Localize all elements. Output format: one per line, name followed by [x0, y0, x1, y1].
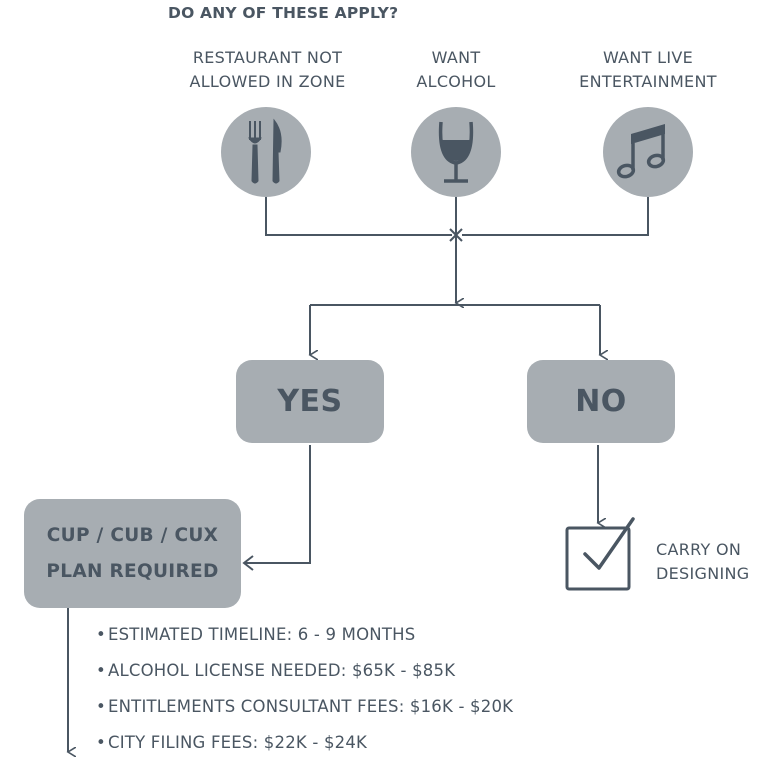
no-label: NO — [575, 384, 627, 419]
condition-circle-entertainment — [603, 107, 693, 197]
checkbox-check-icon — [565, 517, 635, 591]
no-box: NO — [527, 360, 675, 443]
condition-label-restaurant: RESTAURANT NOT ALLOWED IN ZONE — [160, 46, 375, 94]
list-item-text: ENTITLEMENTS CONSULTANT FEES: $16K - $20… — [108, 697, 514, 716]
list-item: •CITY FILING FEES: $22K - $24K — [96, 733, 368, 752]
list-item: •ESTIMATED TIMELINE: 6 - 9 MONTHS — [96, 625, 416, 644]
carry-on-line: CARRY ON — [656, 540, 742, 559]
condition-circle-restaurant — [221, 107, 311, 197]
plan-label-line: CUP / CUB / CUX — [46, 524, 219, 546]
yes-box: YES — [236, 360, 384, 443]
list-item-text: CITY FILING FEES: $22K - $24K — [108, 733, 368, 752]
fork-knife-icon — [248, 118, 282, 184]
condition-label-entertainment: WANT LIVE ENTERTAINMENT — [560, 46, 736, 94]
plan-label-line: PLAN REQUIRED — [46, 560, 219, 582]
wine-glass-icon — [438, 121, 474, 183]
condition-label-line: ALLOWED IN ZONE — [189, 72, 346, 91]
yes-label: YES — [277, 384, 343, 419]
music-note-icon — [616, 124, 666, 179]
list-item-text: ALCOHOL LICENSE NEEDED: $65K - $85K — [108, 661, 456, 680]
list-item: •ENTITLEMENTS CONSULTANT FEES: $16K - $2… — [96, 697, 514, 716]
condition-label-line: WANT — [431, 48, 481, 67]
list-item-text: ESTIMATED TIMELINE: 6 - 9 MONTHS — [108, 625, 416, 644]
condition-label-line: ALCOHOL — [416, 72, 496, 91]
diagram-heading: DO ANY OF THESE APPLY? — [168, 4, 399, 22]
list-item: •ALCOHOL LICENSE NEEDED: $65K - $85K — [96, 661, 456, 680]
condition-label-line: WANT LIVE — [602, 48, 694, 67]
condition-label-line: RESTAURANT NOT — [192, 48, 343, 67]
cost-list: •ESTIMATED TIMELINE: 6 - 9 MONTHS •ALCOH… — [96, 622, 513, 766]
carry-on-line: DESIGNING — [656, 564, 750, 583]
condition-label-line: ENTERTAINMENT — [579, 72, 717, 91]
plan-required-box: CUP / CUB / CUX PLAN REQUIRED — [24, 499, 241, 608]
condition-label-alcohol: WANT ALCOHOL — [380, 46, 532, 94]
carry-on-label: CARRY ON DESIGNING — [656, 538, 749, 586]
